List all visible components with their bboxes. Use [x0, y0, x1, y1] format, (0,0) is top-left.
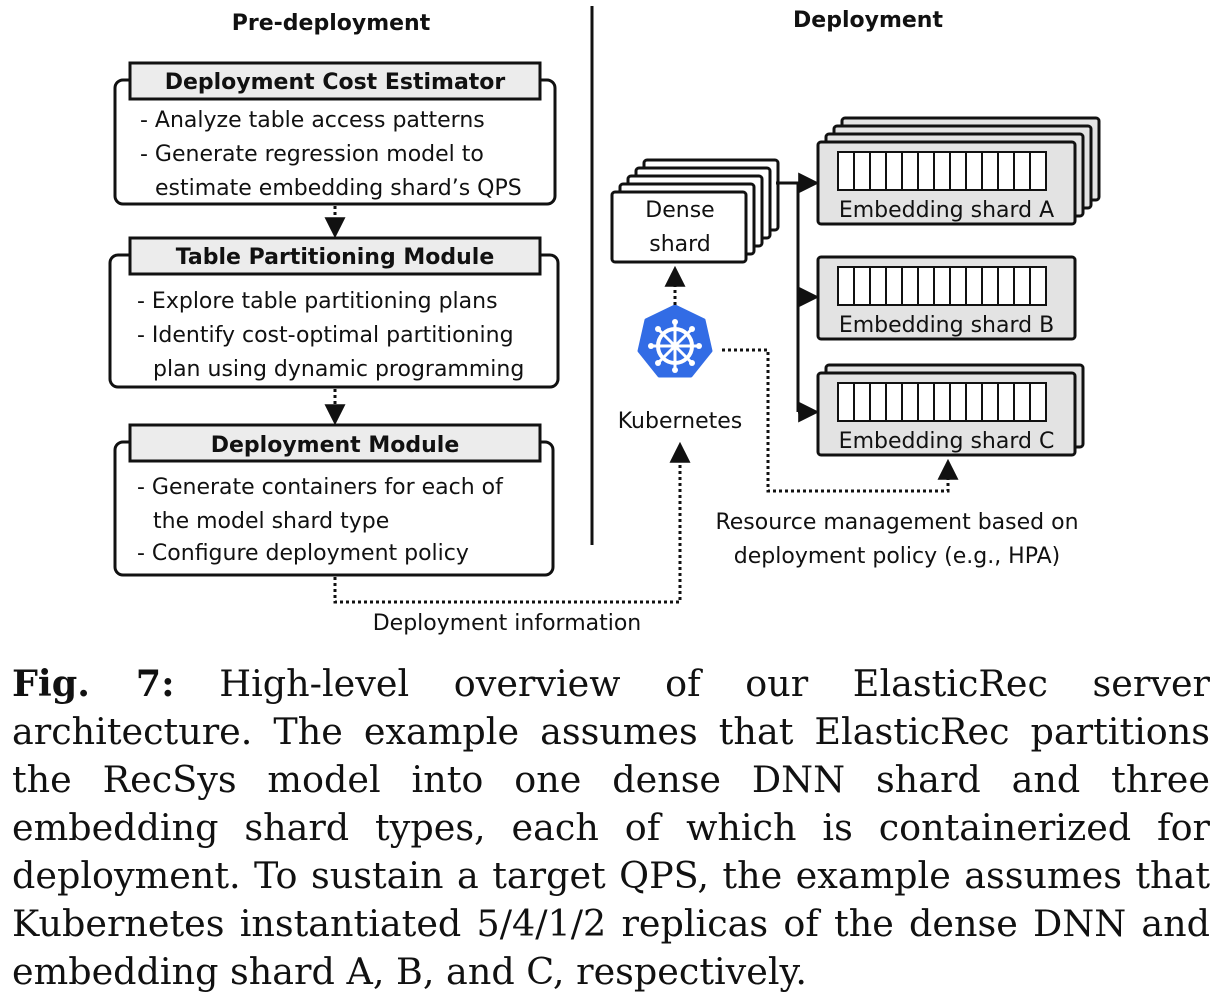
embedding-shard-label: Embedding shard A [839, 198, 1054, 223]
architecture-diagram: Pre-deployment Deployment Deployment Cos… [108, 6, 1101, 636]
embedding-table-cell [1029, 382, 1047, 422]
embedding-shard-label: Embedding shard C [839, 429, 1055, 454]
dense-to-embedding-arrows [776, 172, 820, 423]
embedding-table-cell [997, 151, 1015, 191]
embedding-table-cell [1013, 266, 1031, 306]
deployment-cost-estimator-module: Deployment Cost Estimator - Analyze tabl… [113, 61, 557, 206]
embedding-table-cell [949, 266, 967, 306]
dense-shard-label: Dense [645, 198, 714, 223]
embedding-table-cell [853, 382, 871, 422]
embedding-shard-stack: Embedding shard B [816, 255, 1077, 341]
embedding-shard-stack: Embedding shard A [816, 116, 1101, 226]
embedding-table-cell [949, 151, 967, 191]
dense-shard-label: shard [649, 232, 711, 257]
embedding-table-cell [997, 382, 1015, 422]
embedding-table-cell [917, 266, 935, 306]
embedding-table-cell [837, 382, 855, 422]
kubernetes-label: Kubernetes [618, 409, 743, 434]
embedding-table-cell [933, 382, 951, 422]
deployment-module: Deployment Module - Generate containers … [113, 423, 555, 577]
embedding-table-cell [901, 266, 919, 306]
figure-caption: Fig. 7: High-level overview of our Elast… [12, 660, 1210, 996]
embedding-table-cell [869, 151, 887, 191]
module-line: plan using dynamic programming [153, 357, 524, 382]
embedding-table-cell [1029, 266, 1047, 306]
module-title: Deployment Module [211, 433, 460, 458]
embedding-table-cell [917, 151, 935, 191]
embedding-shard-stacks: Embedding shard A Embedding shard B Embedd… [816, 116, 1101, 457]
resource-management-label: Resource management based on [715, 510, 1078, 535]
embedding-table-cell [901, 382, 919, 422]
embedding-shard-label: Embedding shard B [839, 313, 1054, 338]
embedding-table-cell [1013, 382, 1031, 422]
embedding-table-cell [901, 151, 919, 191]
embedding-table-cell [853, 151, 871, 191]
embedding-table-cell [981, 151, 999, 191]
deployment-information-arrow [333, 441, 691, 604]
embedding-table-cell [965, 382, 983, 422]
embedding-table-cell [981, 382, 999, 422]
module-line: - Generate regression model to [140, 142, 484, 167]
deployment-information-label: Deployment information [373, 611, 642, 636]
embedding-table-cell [917, 382, 935, 422]
module-line: - Configure deployment policy [137, 541, 469, 566]
module-line: - Explore table partitioning plans [137, 289, 498, 314]
module-line: - Analyze table access patterns [140, 108, 485, 133]
embedding-table-cell [997, 266, 1015, 306]
deployment-heading: Deployment [793, 8, 943, 33]
embedding-table-cell [853, 266, 871, 306]
embedding-table-cell [885, 382, 903, 422]
embedding-table-cell [1029, 151, 1047, 191]
resource-management-arrow [722, 348, 959, 493]
embedding-table-cell [869, 382, 887, 422]
dense-shard-replica [610, 190, 748, 264]
module-title: Deployment Cost Estimator [165, 70, 506, 95]
embedding-table-cell [885, 266, 903, 306]
module-line: estimate embedding shard’s QPS [155, 176, 522, 201]
module-line: the model shard type [153, 509, 389, 534]
module-line: - Identify cost-optimal partitioning [137, 323, 514, 348]
dense-shard-stack [610, 158, 780, 264]
embedding-table-cell [885, 151, 903, 191]
kubernetes-icon [637, 304, 713, 378]
embedding-table-cell [933, 151, 951, 191]
embedding-table-cell [837, 151, 855, 191]
embedding-table-cell [981, 266, 999, 306]
module-line: - Generate containers for each of [137, 475, 504, 500]
module-title: Table Partitioning Module [176, 245, 495, 270]
caption-label: Fig. 7: [12, 662, 175, 705]
embedding-shard-stack: Embedding shard C [816, 363, 1085, 457]
pre-deployment-heading: Pre-deployment [232, 11, 431, 36]
caption-text: High-level overview of our ElasticRec se… [12, 662, 1210, 993]
embedding-table-cell [933, 266, 951, 306]
embedding-table-cell [869, 266, 887, 306]
embedding-table-cell [949, 382, 967, 422]
embedding-table-cell [837, 266, 855, 306]
resource-management-label: deployment policy (e.g., HPA) [734, 544, 1060, 569]
embedding-table-cell [1013, 151, 1031, 191]
table-partitioning-module: Table Partitioning Module - Explore tabl… [108, 236, 560, 389]
embedding-table-cell [965, 151, 983, 191]
embedding-table-cell [965, 266, 983, 306]
